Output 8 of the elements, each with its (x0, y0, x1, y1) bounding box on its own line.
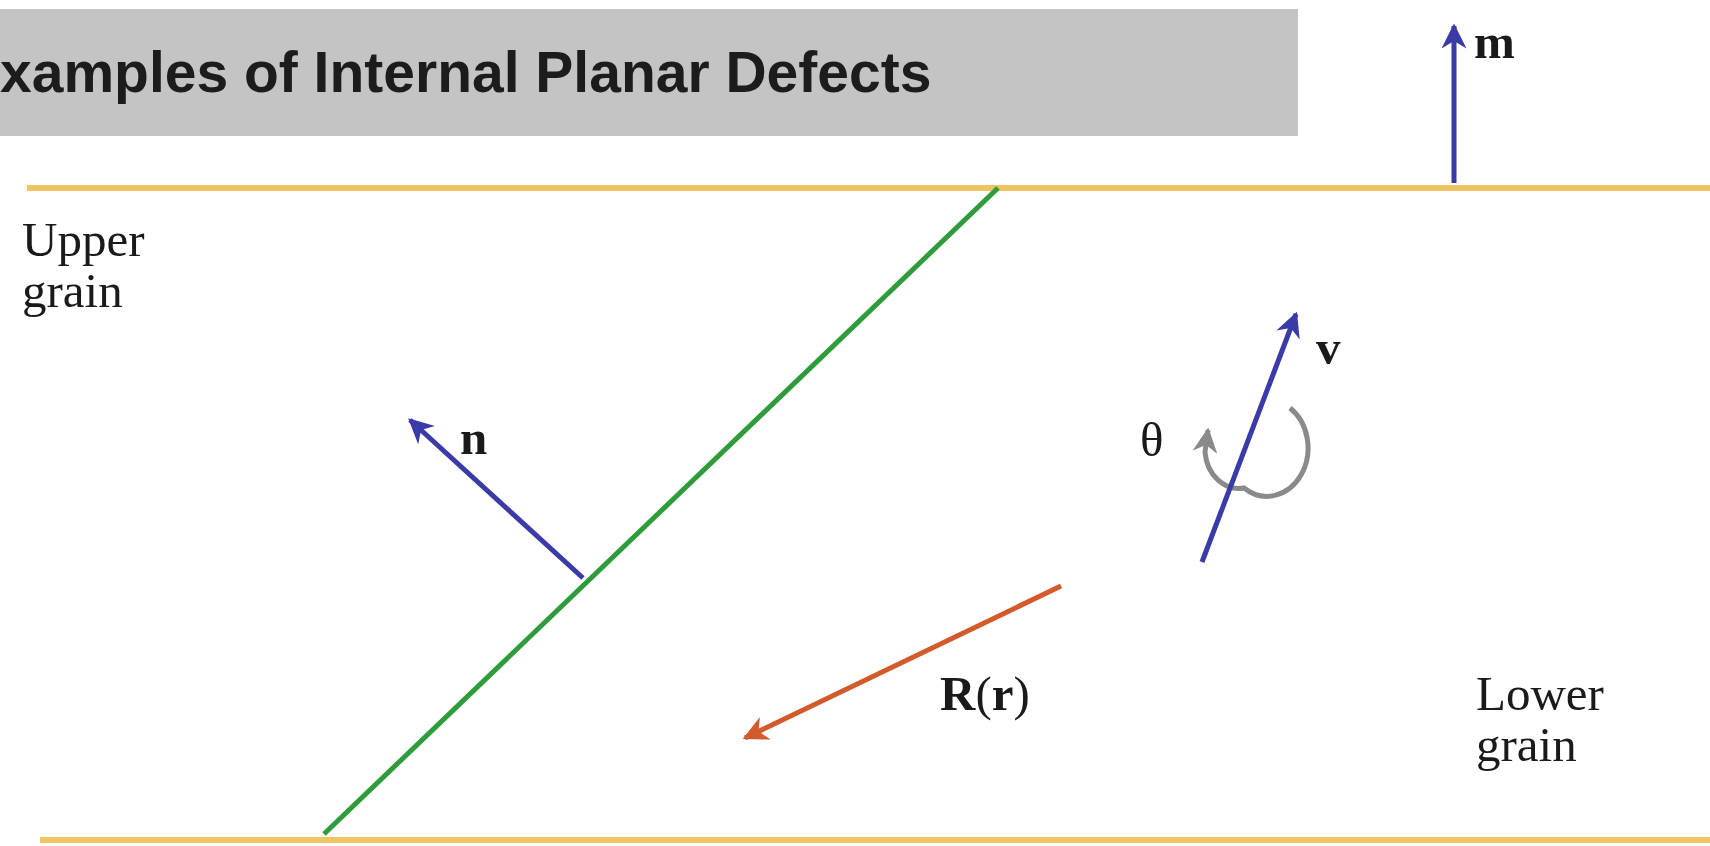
vector-label: m (1474, 16, 1515, 68)
region-label: Upper grain (22, 214, 146, 317)
angle-label: θ (1140, 414, 1164, 466)
vector-label: n (460, 412, 488, 464)
region-label: Lower grain (1476, 668, 1605, 771)
vector-label: R(r) (940, 668, 1030, 720)
title-banner: xamples of Internal Planar Defects (0, 9, 1298, 136)
vector-label: v (1316, 322, 1341, 374)
